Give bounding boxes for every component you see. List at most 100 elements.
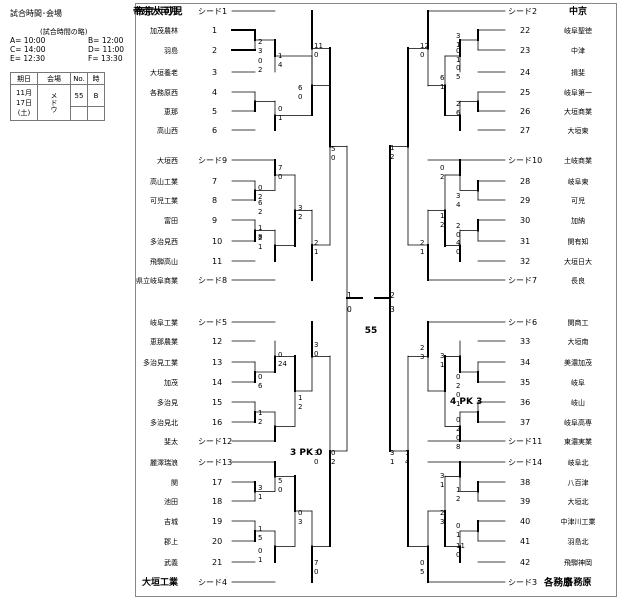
- left-team-number: 2: [212, 46, 217, 55]
- right-score-top: 2: [420, 344, 424, 352]
- left-team-number: 18: [212, 497, 222, 506]
- left-team-number: 19: [212, 517, 222, 526]
- right-score-bottom: 4: [405, 458, 410, 466]
- time-slot-b: B= 12:00: [88, 36, 124, 45]
- right-team-number: 28: [520, 177, 530, 186]
- left-team-name: 飛騨高山: [150, 257, 178, 266]
- final-left-score: 1: [347, 291, 352, 300]
- right-team-name: 岐阜聖徳: [564, 26, 592, 35]
- left-score-bottom: 4: [278, 61, 283, 69]
- right-team-name: 羽島北: [568, 537, 589, 546]
- right-team-number: シード3: [508, 578, 537, 587]
- right-team-name: 加納: [571, 216, 585, 225]
- left-team-number: シード5: [198, 318, 227, 327]
- right-score-top: 0: [456, 522, 460, 530]
- right-team-number: 29: [520, 196, 530, 205]
- right-score-top: 0: [456, 391, 460, 399]
- right-score-top: 0: [456, 373, 460, 381]
- date-month: 11月: [16, 88, 32, 97]
- left-team-number: 4: [212, 88, 217, 97]
- left-score-top: 0: [278, 351, 282, 359]
- right-team-name: 中津: [571, 46, 585, 55]
- right-score-bottom: 4: [456, 201, 461, 209]
- right-team-name: 岐山: [571, 398, 585, 407]
- right-team-number: 36: [520, 398, 530, 407]
- bracket-frame: [135, 3, 617, 597]
- left-score-bottom: 2: [258, 418, 262, 426]
- left-team-name: 高山西: [157, 126, 178, 135]
- right-team-name: 八百津: [568, 479, 589, 487]
- left-team-name: 恵那: [164, 107, 178, 116]
- final-right-score: 2: [390, 291, 395, 300]
- left-team-number: シード8: [198, 276, 227, 285]
- right-team-name: 大垣北: [568, 497, 589, 506]
- left-team-number: 17: [212, 478, 222, 487]
- right-team-number: シード11: [508, 437, 542, 446]
- right-score-bottom: 0: [420, 51, 424, 59]
- right-score-bottom: 6: [456, 109, 461, 117]
- right-team-number: 38: [520, 478, 530, 487]
- right-team-number: 39: [520, 497, 530, 506]
- right-team-name: 土岐商業: [564, 156, 592, 165]
- right-score-top: 0: [440, 164, 444, 172]
- left-score-top: 1: [298, 394, 302, 402]
- left-score-bottom: 1: [258, 243, 262, 251]
- right-team-name: 美濃加茂: [564, 358, 592, 367]
- right-team-name: 関商工: [568, 318, 589, 327]
- left-score-top: 3: [314, 341, 318, 349]
- left-team-number: シード9: [198, 156, 227, 165]
- right-score-bottom: 1: [440, 83, 444, 91]
- right-team-name: 東濃実業: [564, 437, 592, 446]
- right-team-number: シード14: [508, 458, 542, 467]
- right-score-bottom: 3: [420, 353, 424, 361]
- right-score-bottom: 2: [456, 382, 460, 390]
- left-score-bottom: 2: [298, 403, 302, 411]
- right-team-number: 41: [520, 537, 530, 546]
- right-score-top: 0: [420, 559, 424, 567]
- date-weekday: (土): [17, 108, 31, 117]
- right-score-top: 3: [440, 352, 444, 360]
- right-team-name: 関有知: [568, 237, 589, 246]
- left-team-number: シード13: [198, 458, 232, 467]
- left-team-name: 加茂農林: [150, 26, 178, 35]
- right-score-bottom: 0: [456, 551, 460, 559]
- left-score-bottom: 1: [258, 556, 262, 564]
- right-team-name: 中津川工業: [561, 517, 596, 526]
- right-score-bottom: 3: [440, 518, 444, 526]
- left-score-bottom: 3: [258, 47, 262, 55]
- right-score-top: 0: [456, 416, 460, 424]
- left-score-bottom: 3: [298, 518, 302, 526]
- right-score-top: 3: [456, 192, 460, 200]
- right-score-bottom: 5: [420, 568, 424, 576]
- left-team-name: 県立岐阜商業: [136, 276, 178, 285]
- right-team-number: 33: [520, 337, 530, 346]
- right-score-bottom: 2: [456, 425, 460, 433]
- left-team-name: 羽島: [164, 46, 178, 55]
- left-team-number: 3: [212, 68, 217, 77]
- left-team-name: 池田: [164, 497, 178, 506]
- left-team-name: 富田: [164, 216, 178, 225]
- time-slot-e: E= 12:30: [10, 54, 46, 63]
- left-score-top: 7: [278, 164, 282, 172]
- left-team-number: 15: [212, 398, 222, 407]
- schedule-table: 期日 会場 No. 時 11月 17日 (土) メドウ 55 B: [10, 72, 105, 121]
- left-score-bottom: 0: [331, 154, 335, 162]
- right-score-top: 6: [440, 74, 445, 82]
- right-pk-annotation: 4 PK 3: [450, 397, 482, 407]
- right-score-bottom: 1: [456, 56, 460, 64]
- right-score-bottom: 1: [456, 400, 460, 408]
- left-score-bottom: 0: [314, 568, 318, 576]
- right-score-bottom: 2: [440, 221, 444, 229]
- left-score-top: 1: [258, 409, 262, 417]
- cell-venue: メドウ: [37, 84, 71, 121]
- left-score-top: 2: [258, 38, 262, 46]
- info-subtitle: (試合時間の略): [40, 28, 88, 36]
- right-team-number: 30: [520, 216, 530, 225]
- right-team-number: 23: [520, 46, 530, 55]
- right-score-top: 3: [456, 32, 460, 40]
- right-team-number: 42: [520, 558, 530, 567]
- left-score-bottom: 24: [278, 360, 287, 368]
- left-team-name: 高山工業: [150, 177, 178, 186]
- right-team-number: 22: [520, 26, 530, 35]
